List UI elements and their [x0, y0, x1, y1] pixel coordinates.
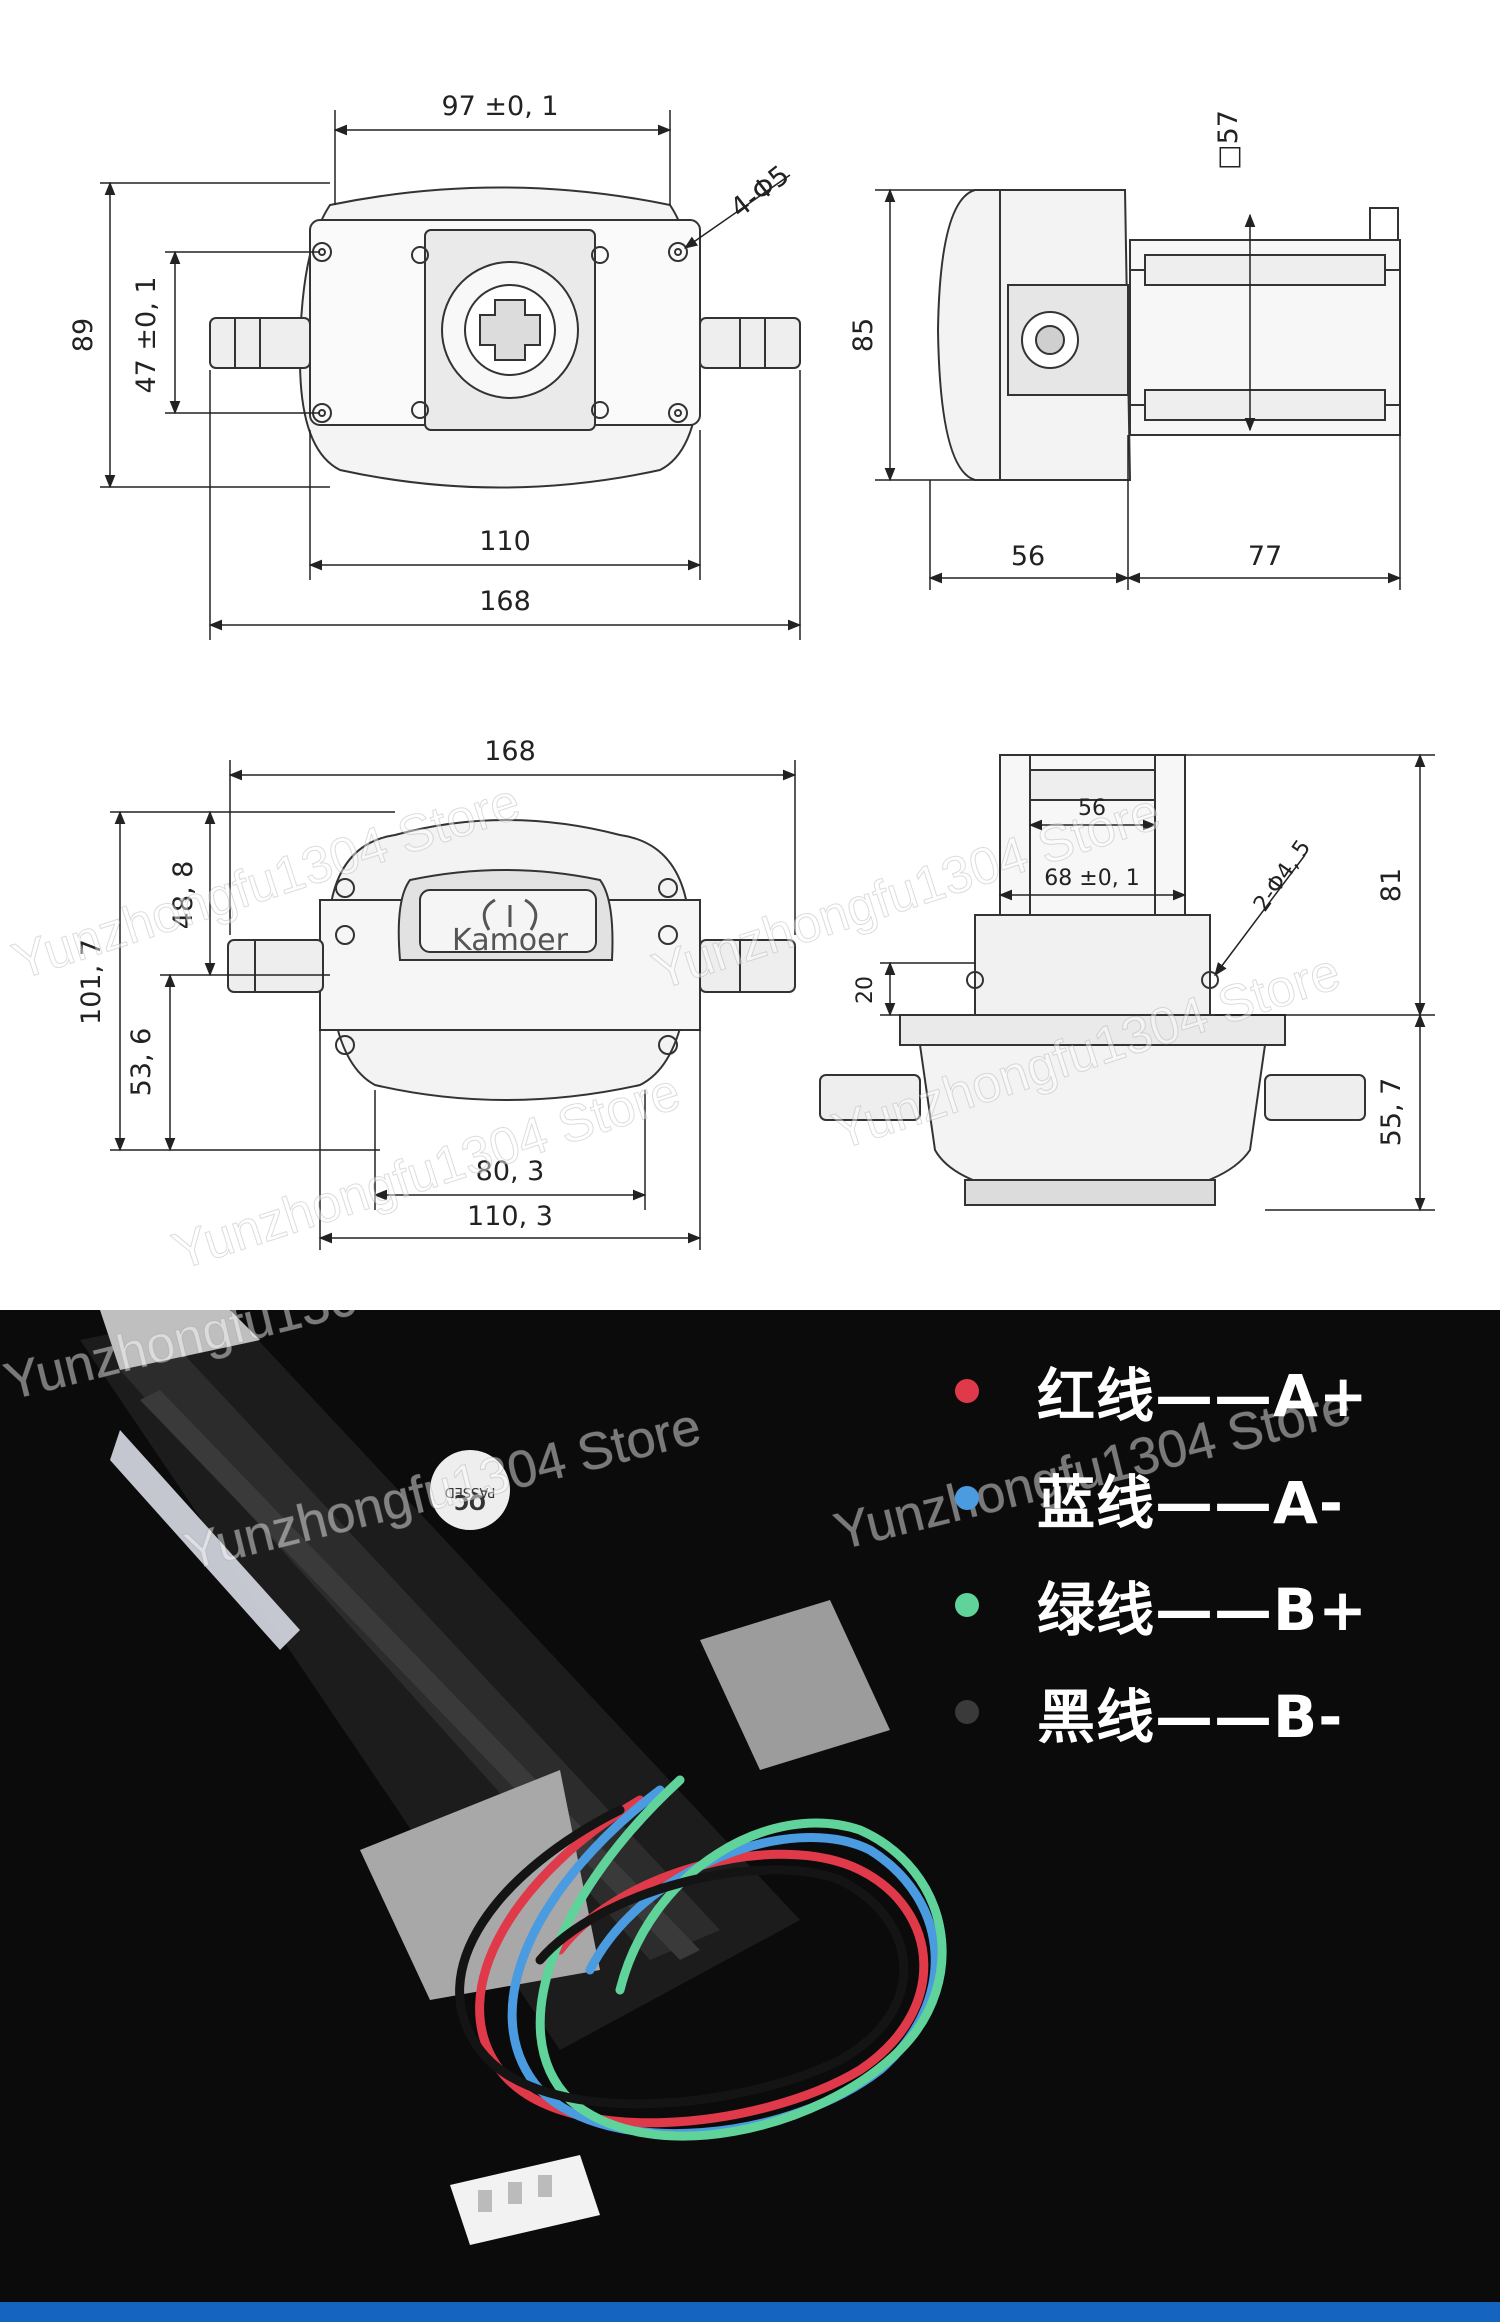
top-front-holes-label: 4-Φ5 [725, 160, 796, 225]
bottom-side-width-label: 68 ±0, 1 [1044, 866, 1139, 891]
bottom-front-height-label: 101, 7 [76, 939, 107, 1025]
legend-item: 红线——A+ [955, 1360, 1369, 1430]
blue-dot-icon [955, 1486, 979, 1510]
svg-text:QC: QC [454, 1490, 486, 1514]
watermark: Yunzhongfu1304 Store [166, 1063, 687, 1282]
bottom-side-inner-label: 56 [1078, 796, 1106, 821]
black-dot-icon [955, 1700, 979, 1724]
bottom-side-lower-label: 55, 7 [1376, 1078, 1407, 1147]
top-front-height-label: 89 [68, 318, 99, 352]
legend-text: 黑线——B- [1037, 1683, 1344, 1751]
top-front-view [209, 186, 801, 489]
wire-color-legend: 红线——A+ 蓝线——A- 绿线——B+ 黑线——B- [955, 1360, 1369, 1788]
legend-text: 绿线——B+ [1037, 1576, 1368, 1644]
wire-connector [450, 2155, 600, 2245]
bottom-side-height-label: 81 [1376, 868, 1407, 902]
bottom-front-dimensions [110, 760, 797, 1250]
legend-text: 红线——A+ [1037, 1362, 1369, 1430]
top-side-view [936, 189, 1401, 481]
bottom-front-lower-label: 53, 6 [126, 1028, 157, 1097]
bottom-accent-bar [0, 2302, 1500, 2322]
legend-item: 绿线——B+ [955, 1574, 1369, 1644]
bottom-side-dimensions [880, 753, 1435, 1212]
kamoer-logo-text: Kamoer [452, 923, 569, 958]
top-front-overall-width-label: 168 [479, 586, 531, 617]
top-side-height-label: 85 [848, 318, 879, 352]
stepper-motor-illustration: QC PASSED Yunzhongfu1304 Store Yunzhongf… [0, 1310, 1357, 2245]
motor-body [80, 1310, 890, 2050]
legend-text: 蓝线——A- [1037, 1469, 1344, 1537]
legend-item: 蓝线——A- [955, 1467, 1369, 1537]
svg-text:PASSED: PASSED [445, 1484, 496, 1499]
top-side-flange-label: □57 [1213, 110, 1244, 170]
red-dot-icon [955, 1379, 979, 1403]
motor-wiring-photo: QC PASSED Yunzhongfu1304 Store Yunzhongf… [0, 1310, 1500, 2302]
top-front-mount-width-label: 110 [479, 526, 531, 557]
bottom-front-upper-label: 48, 8 [168, 861, 199, 930]
top-front-dimensions [100, 110, 802, 640]
top-front-width-label: 97 ±0, 1 [441, 91, 558, 122]
motor-wires [455, 1775, 947, 2141]
bottom-front-mount-width-label: 110, 3 [467, 1201, 553, 1232]
bottom-side-holes-label: 2-Φ4, 5 [1249, 836, 1316, 917]
bottom-front-view [227, 819, 796, 1101]
legend-item: 黑线——B- [955, 1681, 1369, 1751]
kamoer-logo-icon [482, 898, 538, 931]
bottom-side-view [819, 754, 1366, 1206]
qc-sticker: QC PASSED [430, 1450, 510, 1530]
top-side-pump-depth-label: 56 [1011, 541, 1045, 572]
bottom-front-inner-width-label: 80, 3 [476, 1156, 545, 1187]
top-front-inner-height-label: 47 ±0, 1 [131, 276, 162, 393]
top-side-motor-length-label: 77 [1248, 541, 1282, 572]
top-side-dimensions [875, 188, 1402, 590]
bottom-side-flange-label: 20 [853, 976, 878, 1004]
green-dot-icon [955, 1593, 979, 1617]
dimension-drawings: 97 ±0, 1 4-Φ5 89 47 ±0, 1 110 168 □57 [5, 91, 1435, 1282]
bottom-front-width-label: 168 [484, 736, 536, 767]
